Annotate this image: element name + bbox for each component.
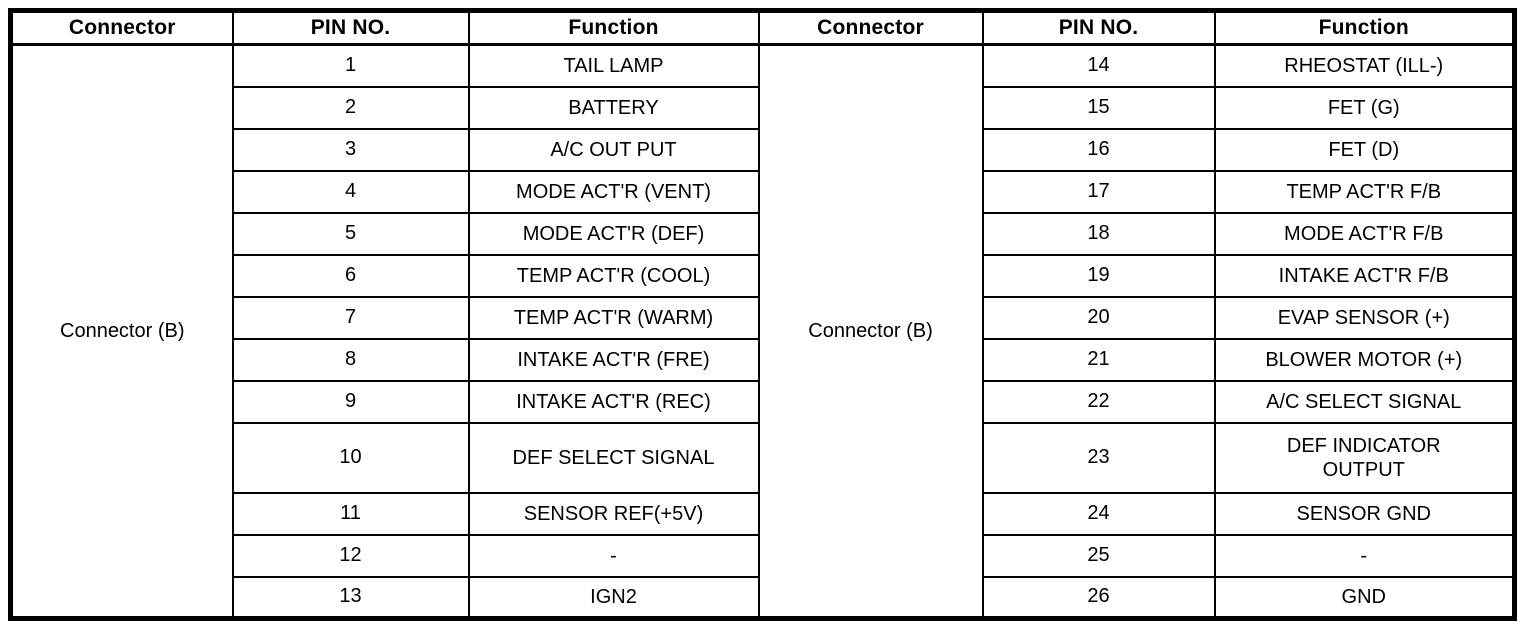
function-cell: EVAP SENSOR (+): [1213, 295, 1516, 340]
pin-cell: 19: [981, 253, 1216, 298]
pin-cell: 8: [231, 337, 470, 382]
function-cell: GND: [1213, 575, 1516, 620]
pin-cell: 10: [231, 421, 470, 494]
pin-cell: 15: [981, 85, 1216, 130]
function-cell: -: [467, 533, 760, 578]
function-cell: A/C OUT PUT: [467, 127, 760, 172]
function-cell: TEMP ACT'R (WARM): [467, 295, 760, 340]
pin-cell: 26: [981, 575, 1216, 620]
pin-cell: 7: [231, 295, 470, 340]
pin-cell: 16: [981, 127, 1216, 172]
pin-cell: 6: [231, 253, 470, 298]
connector-cell-right: Connector (B): [757, 43, 984, 620]
pin-cell: 3: [231, 127, 470, 172]
function-cell: SENSOR REF(+5V): [467, 491, 760, 536]
table-row: 12-25-: [11, 533, 1516, 578]
function-cell: DEF SELECT SIGNAL: [467, 421, 760, 494]
function-cell: A/C SELECT SIGNAL: [1213, 379, 1516, 424]
header-connector-left: Connector: [9, 9, 234, 46]
pin-cell: 4: [231, 169, 470, 214]
function-cell: RHEOSTAT (ILL-): [1213, 43, 1516, 88]
connector-cell-left: Connector (B): [9, 43, 234, 620]
function-cell: FET (G): [1213, 85, 1516, 130]
pin-cell: 18: [981, 211, 1216, 256]
pin-cell: 14: [981, 43, 1216, 88]
function-cell: -: [1213, 533, 1516, 578]
function-cell: INTAKE ACT'R (FRE): [467, 337, 760, 382]
pin-cell: 5: [231, 211, 470, 256]
function-cell: FET (D): [1213, 127, 1516, 172]
function-cell: TAIL LAMP: [467, 43, 760, 88]
pin-cell: 1: [231, 43, 470, 88]
pin-cell: 9: [231, 379, 470, 424]
pin-cell: 12: [231, 533, 470, 578]
header-function-left: Function: [467, 9, 760, 46]
function-cell: INTAKE ACT'R F/B: [1213, 253, 1516, 298]
function-cell: BATTERY: [467, 85, 760, 130]
connector-pinout-table: Connector PIN NO. Function Connector PIN…: [8, 8, 1517, 621]
header-row: Connector PIN NO. Function Connector PIN…: [9, 9, 1516, 46]
header-pin-no-left: PIN NO.: [231, 9, 470, 46]
function-cell: MODE ACT'R F/B: [1213, 211, 1516, 256]
function-cell: BLOWER MOTOR (+): [1213, 337, 1516, 382]
pin-cell: 2: [231, 85, 470, 130]
header-connector-right: Connector: [757, 9, 984, 46]
header-pin-no-right: PIN NO.: [981, 9, 1216, 46]
function-cell: MODE ACT'R (VENT): [467, 169, 760, 214]
function-cell: DEF INDICATOR OUTPUT: [1213, 421, 1516, 494]
function-cell: SENSOR GND: [1213, 491, 1516, 536]
function-cell: TEMP ACT'R F/B: [1213, 169, 1516, 214]
pin-cell: 20: [981, 295, 1216, 340]
pin-cell: 22: [981, 379, 1216, 424]
pin-cell: 23: [981, 421, 1216, 494]
function-cell: INTAKE ACT'R (REC): [467, 379, 760, 424]
pin-cell: 25: [981, 533, 1216, 578]
pin-cell: 13: [231, 575, 470, 620]
pin-cell: 17: [981, 169, 1216, 214]
function-cell: TEMP ACT'R (COOL): [467, 253, 760, 298]
pin-cell: 24: [981, 491, 1216, 536]
function-cell: IGN2: [467, 575, 760, 620]
function-cell: MODE ACT'R (DEF): [467, 211, 760, 256]
pin-cell: 11: [231, 491, 470, 536]
header-function-right: Function: [1213, 9, 1516, 46]
pin-cell: 21: [981, 337, 1216, 382]
